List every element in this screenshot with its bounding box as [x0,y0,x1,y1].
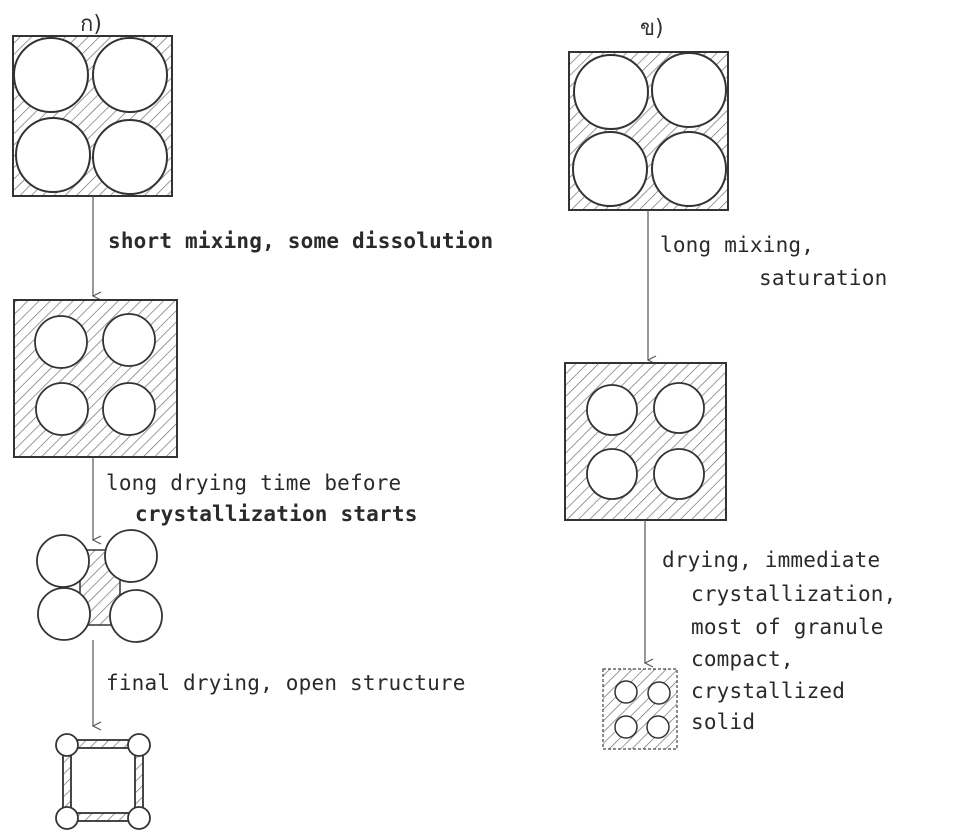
particle-circle [103,383,155,435]
particle-circle [105,530,157,582]
panel-b-step2-line6: solid [691,708,755,736]
panel-a-step2-line1: long drying time before [106,469,401,497]
panel-b-step1-line2: saturation [759,264,887,292]
panel-a [13,36,177,829]
panel-a-step2-line2: crystallization starts [135,500,418,528]
particle-circle [128,734,150,756]
panel-b-step2-line3: most of granule [691,613,884,641]
particle-circle [587,385,637,435]
particle-circle [654,383,704,433]
panel-b-step2-line1: drying, immediate [662,546,880,574]
particle-circle [36,383,88,435]
granule-a3-drying [37,530,162,642]
panel-b-step2-line2: crystallization, [691,580,897,608]
panel-b-label: ข) [640,10,664,45]
granule-b3-compact-solid [603,669,677,749]
particle-circle [652,53,726,127]
panel-b-step2-line4: compact, [691,645,794,673]
particle-circle [14,38,88,112]
granule-b1-wet-mass [569,52,728,210]
panel-b-step2-line5: crystallized [691,677,845,705]
particle-circle [93,120,167,194]
panel-b-step1-line1: long mixing, [660,231,814,259]
particle-circle [16,118,90,192]
particle-circle [93,38,167,112]
particle-circle [35,316,87,368]
particle-circle [615,681,637,703]
granule-a2-partly-dissolved [14,300,177,457]
particle-circle [615,716,637,738]
particle-circle [56,734,78,756]
particle-circle [647,716,669,738]
granule-a4-open-structure [56,734,150,829]
panel-a-step3-label: final drying, open structure [106,669,466,697]
particle-circle [648,682,670,704]
particle-circle [103,314,155,366]
particle-circle [37,535,89,587]
particle-circle [574,55,648,129]
panel-a-step1-label: short mixing, some dissolution [108,227,493,255]
particle-circle [128,807,150,829]
particle-circle [573,132,647,206]
particle-circle [587,449,637,499]
granule-a1-wet-mass [13,36,172,196]
particle-circle [654,449,704,499]
particle-circle [110,590,162,642]
granule-b2-saturated [565,363,726,520]
panel-a-label: ก) [80,6,102,41]
particle-circle [56,807,78,829]
particle-circle [38,588,90,640]
particle-circle [652,132,726,206]
